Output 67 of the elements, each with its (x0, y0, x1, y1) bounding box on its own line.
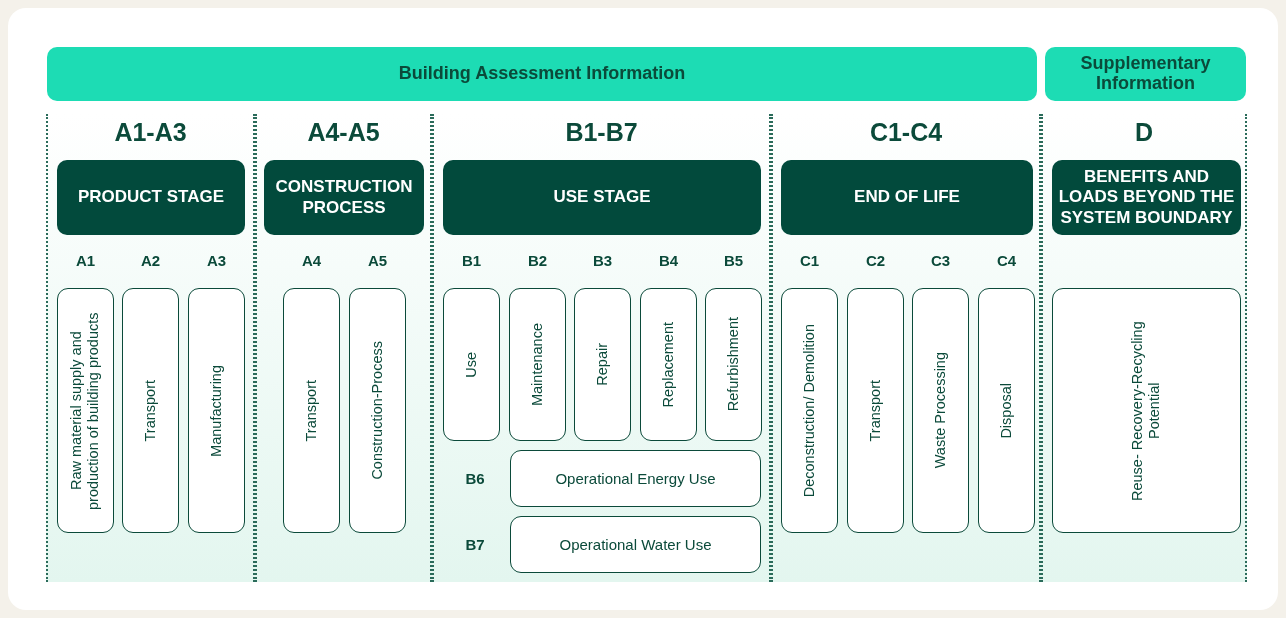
module-code: B3 (591, 252, 614, 269)
module-label: Transport (866, 379, 884, 442)
module-box (574, 288, 631, 441)
module-code: B2 (526, 252, 549, 269)
module-label: Construction-Process (368, 341, 386, 480)
module-label: Repair (593, 343, 611, 386)
stage-box: END OF LIFE (781, 160, 1033, 235)
module-box (57, 288, 114, 533)
module-code: C3 (929, 252, 952, 269)
column-heading: B1-B7 (564, 118, 639, 147)
module-box (283, 288, 340, 533)
column-band (771, 114, 1041, 582)
header-banner: Supplementary Information (1045, 47, 1246, 101)
column-heading: A4-A5 (306, 118, 381, 147)
module-label: Operational Energy Use (555, 470, 716, 487)
column-band (46, 114, 255, 582)
module-code: B4 (657, 252, 680, 269)
module-box (443, 288, 500, 441)
column-band (432, 114, 771, 582)
module-label: Waste Processing (931, 352, 949, 469)
module-code: B5 (722, 252, 745, 269)
module-box (349, 288, 406, 533)
stage-box: BENEFITS AND LOADS BEYOND THE SYSTEM BOUNDARY (1052, 160, 1241, 235)
module-code: B7 (464, 535, 486, 553)
module-label: Reuse- Recovery-Recycling Potential (1129, 319, 1164, 503)
module-label: Replacement (659, 321, 677, 408)
column-heading: D (1133, 118, 1155, 147)
module-label: Raw material supply and production of building products (68, 310, 103, 512)
module-code: B6 (464, 469, 486, 487)
module-code: B1 (460, 252, 483, 269)
module-box (912, 288, 969, 533)
module-box (978, 288, 1035, 533)
module-label: Operational Water Use (559, 536, 712, 553)
module-box (509, 288, 566, 441)
module-code: A2 (139, 252, 162, 269)
column-band (255, 114, 432, 582)
stage-box: USE STAGE (443, 160, 761, 235)
module-label: Manufacturing (207, 364, 225, 457)
module-code: A3 (205, 252, 228, 269)
module-box (122, 288, 179, 533)
column-heading: C1-C4 (868, 118, 944, 147)
module-code: A4 (300, 252, 323, 269)
module-label: Transport (141, 379, 159, 442)
module-box (705, 288, 762, 441)
module-box (781, 288, 838, 533)
module-label: Transport (302, 379, 320, 442)
module-box (640, 288, 697, 441)
stage-box: PRODUCT STAGE (57, 160, 245, 235)
module-code: A1 (74, 252, 97, 269)
module-code: C4 (995, 252, 1018, 269)
header-banner: Building Assessment Information (47, 47, 1037, 101)
module-box (847, 288, 904, 533)
stage-box: CONSTRUCTION PROCESS (264, 160, 424, 235)
module-label: Maintenance (528, 323, 546, 406)
module-label: Refurbishment (724, 317, 742, 412)
column-heading: A1-A3 (113, 118, 188, 147)
module-label: Disposal (997, 382, 1015, 439)
module-box (510, 450, 761, 507)
column-band (1041, 114, 1247, 582)
module-code: C1 (798, 252, 821, 269)
module-code: C2 (864, 252, 887, 269)
module-box (188, 288, 245, 533)
module-label: Deconstruction/ Demolition (800, 323, 818, 498)
module-box (510, 516, 761, 573)
module-label: Use (462, 351, 480, 378)
module-code: A5 (366, 252, 389, 269)
module-box (1052, 288, 1241, 533)
